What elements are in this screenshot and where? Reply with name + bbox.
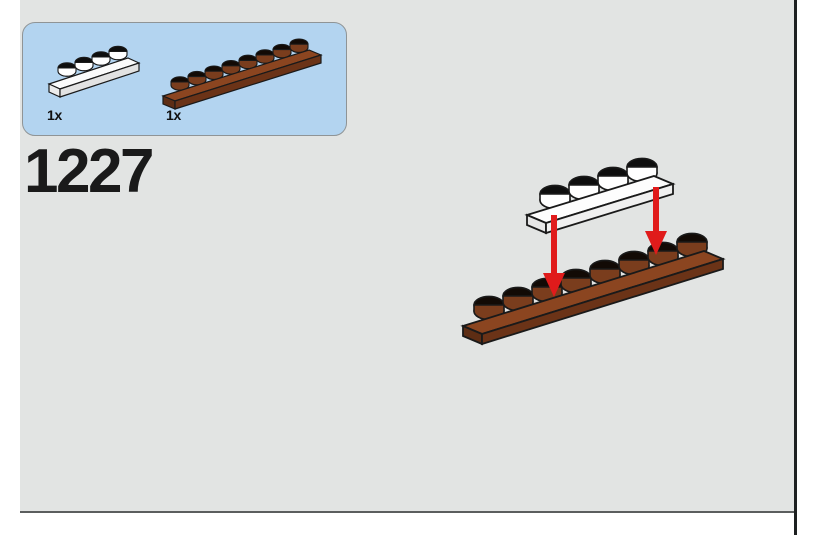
page-gutter-margin bbox=[797, 0, 824, 535]
callout-part-quantity-1: 1x bbox=[166, 107, 181, 123]
assembly-arrows bbox=[455, 145, 745, 355]
step-number: 1227 bbox=[24, 137, 154, 206]
plate-1x8-brown-large-icon bbox=[460, 232, 726, 346]
assembly-illustration bbox=[455, 145, 745, 355]
placement-arrows-icon bbox=[543, 187, 667, 297]
assembly-plate-1x4-white bbox=[515, 145, 676, 235]
callout-part-plate-1x4-white bbox=[43, 41, 145, 103]
placement-arrow-1 bbox=[543, 215, 565, 297]
plate-1x4-white-large-icon bbox=[524, 157, 676, 235]
page-spine-line bbox=[794, 0, 797, 535]
plate-1x8-brown-icon bbox=[161, 38, 323, 110]
plate-1x4-white-icon bbox=[47, 45, 141, 98]
assembly-plate-1x8-brown bbox=[455, 215, 735, 346]
page-bottom-rule bbox=[20, 511, 795, 513]
callout-part-quantity-0: 1x bbox=[47, 107, 62, 123]
placement-arrow-2 bbox=[645, 187, 667, 255]
parts-callout-box: 1x bbox=[22, 22, 347, 136]
callout-part-plate-1x8-brown bbox=[158, 31, 333, 111]
